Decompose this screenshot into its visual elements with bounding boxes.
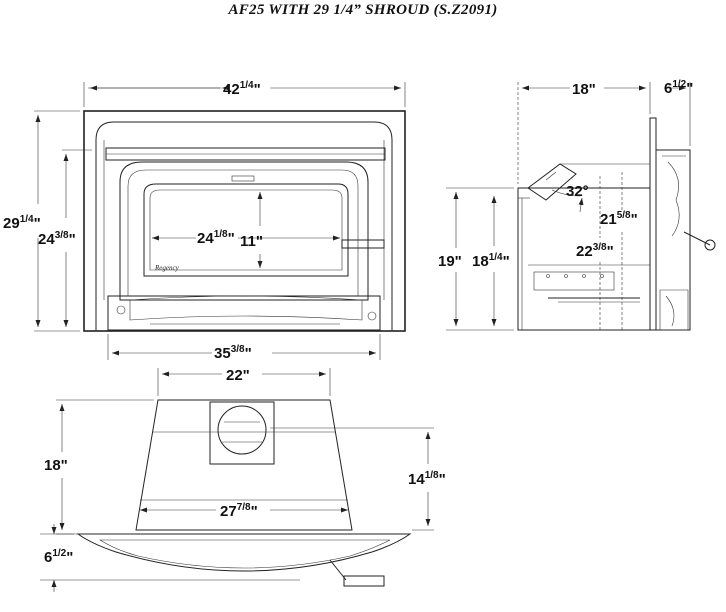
dim-glass-height: 11" [240,233,263,250]
dim-angle: 32° [566,183,589,200]
side-flue-collar [527,163,577,201]
dim-base-width: 353/8" [214,344,252,362]
front-glass-outline [143,183,349,277]
dim-top-rear-width: 22" [226,367,250,384]
dim-side-shroud: 61/2" [664,79,693,97]
top-shroud [76,533,412,572]
front-view: Regency 421/4" 291/4" 243/8" 241/8" 11" [3,80,406,362]
side-ash-door [533,271,615,291]
side-shroud [649,117,657,331]
dim-side-height-3: 19" [438,253,462,270]
dim-side-height-1: 215/8" [600,210,638,228]
dim-inner-height: 243/8" [38,230,76,248]
front-shroud-inner-edge [95,121,393,331]
top-handle [343,575,385,587]
side-front-face [656,149,691,331]
dim-overall-width: 421/4" [223,80,261,98]
dim-side-height-2: 223/8" [576,242,614,260]
dim-top-side-depth: 141/8" [408,470,446,488]
door-handle [341,239,385,249]
dim-side-depth: 18" [572,81,596,98]
dim-glass-width: 241/8" [197,229,235,247]
dim-top-shroud-depth: 61/2" [44,548,73,566]
side-view: 18" 61/2" 32° 215/8" 223/8" 19" 181/4" [438,79,716,331]
side-handle [683,231,711,246]
dim-top-depth: 18" [44,457,68,474]
top-body [135,399,353,531]
dim-top-front-width: 277/8" [220,502,258,520]
drawing-title: AF25 WITH 29 1/4” SHROUD (S.Z2091) [228,2,498,18]
front-glass [149,189,343,271]
dim-side-height-4: 181/4" [472,252,510,270]
dim-overall-height: 291/4" [3,214,41,232]
top-view: 22" 18" 277/8" 141/8" 61/2" [40,367,446,592]
front-base [107,295,381,331]
brand-logo: Regency [154,264,180,272]
top-flue-box [209,401,275,465]
front-door-frame [119,161,369,301]
top-flue-collar [217,405,267,455]
front-shroud-outline [83,110,406,332]
